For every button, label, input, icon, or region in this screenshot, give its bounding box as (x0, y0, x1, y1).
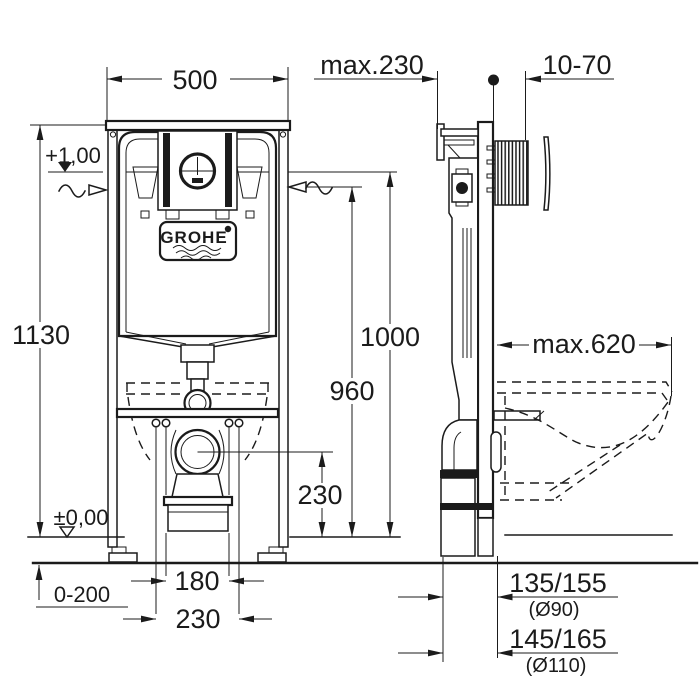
datum-plus-100: +1,00 (45, 143, 397, 173)
dim-outlet-height: 230 (295, 452, 346, 537)
dim-plate-range: 10-70 (525, 50, 614, 140)
cistern-channel-left (132, 166, 159, 199)
side-view (436, 74, 673, 557)
wc-bowl-outline (497, 381, 673, 501)
rail-bump (490, 431, 502, 473)
cistern-taper (118, 335, 184, 348)
dim-front-width: 500 (106, 65, 289, 121)
latch-tab (245, 210, 255, 219)
dim-overall-height: 1130 (12, 124, 106, 537)
pipe-clamp-band (440, 503, 493, 510)
flush-pipe-lower (186, 361, 209, 380)
screw-icon (279, 131, 287, 138)
frame-top-plate (104, 119, 292, 132)
dim-panel-height: 960 (326, 187, 379, 537)
dim-label-145-165: 145/165 (509, 624, 607, 654)
cistern-taper-inner (208, 331, 270, 345)
dim-label-960: 960 (329, 376, 374, 406)
datum-zero: ±0,00 (54, 505, 109, 539)
dim-label-max620: max.620 (532, 329, 636, 359)
drain-bend (171, 473, 224, 498)
wall-plane-dot-icon (488, 74, 499, 86)
flush-plate (543, 136, 551, 211)
dim-label-180: 180 (174, 566, 219, 596)
logo-wave (175, 250, 221, 256)
grohe-logo: GROHE (158, 220, 238, 262)
dim-label-1130: 1130 (12, 320, 70, 350)
actuation-unit-hatched (494, 140, 529, 206)
side-drain-pipe (440, 477, 476, 557)
datum-label-zero: ±0,00 (54, 505, 109, 530)
flush-valve-circle (178, 152, 217, 190)
valve-tab (192, 178, 203, 183)
frame-left-rail (107, 129, 118, 548)
dim-drain-offset-90: 135/155 (Ø90) (398, 556, 618, 662)
dim-label-135-155: 135/155 (509, 568, 607, 598)
fixing-bolt (151, 418, 161, 428)
dim-drain-offset-110: 145/165 (Ø110) (398, 624, 618, 677)
valve-box-tab (455, 201, 469, 207)
access-cover-bar-right (225, 133, 232, 207)
wall-bracket-arm (440, 128, 479, 137)
latch-tab (215, 209, 230, 220)
dim-label-230-bottom: 230 (175, 604, 220, 634)
dim-frame-depth: max.230 (314, 50, 438, 129)
cross-rail (115, 407, 280, 419)
fixing-bolt (234, 418, 244, 428)
dim-bolt-spacing-180: 180 (131, 566, 264, 596)
break-arrow-right (286, 180, 362, 195)
fixing-bolt (224, 418, 234, 428)
flush-elbow (441, 419, 478, 471)
logo-wave (172, 245, 222, 251)
outlet-bracket (170, 429, 177, 475)
pan-outline-front (126, 382, 269, 461)
logo-wave (180, 255, 212, 261)
dim-valve-height: 1000 (359, 172, 421, 537)
dim-label-dia90: (Ø90) (528, 599, 579, 621)
cistern-taper-inner (125, 331, 187, 345)
pan-fixing-rod (493, 410, 541, 421)
dim-bowl-depth: max.620 (497, 329, 672, 396)
bracket-brace (447, 144, 461, 159)
dim-label-10-70: 10-70 (542, 50, 611, 80)
drain-pipe-body (167, 504, 229, 532)
dim-label-1000: 1000 (360, 322, 420, 352)
dim-label-dia110: (Ø110) (526, 655, 587, 677)
access-cover-bar-left (163, 133, 170, 207)
front-view: GROHE (104, 119, 333, 614)
foot-pad-left (108, 552, 138, 563)
latch-tab (140, 210, 150, 219)
latch-tab (165, 209, 180, 220)
fixing-bolt (161, 418, 171, 428)
dim-label-max230: max.230 (320, 50, 424, 80)
flush-elbow-inner (453, 431, 462, 470)
elbow-joint-band (440, 470, 477, 478)
registered-dot-icon (224, 225, 232, 233)
flush-pipe-upper (180, 344, 215, 363)
wall-bracket-slot (443, 139, 475, 146)
cistern-channel-right (236, 166, 263, 199)
break-arrow-left (57, 183, 109, 198)
floor-lines (27, 534, 699, 565)
cistern-taper (211, 335, 277, 348)
foot-pad-right (257, 552, 287, 563)
frame-right-rail (278, 129, 289, 548)
datum-label-plus100: +1,00 (45, 143, 101, 168)
dim-label-0-200: 0-200 (54, 582, 110, 607)
dim-foot-adjustment: 0-200 (35, 565, 128, 608)
drain-pipe-lip (162, 495, 234, 507)
fill-valve-knob (456, 182, 468, 194)
grohe-logo-text: GROHE (160, 228, 227, 247)
side-frame-rail-lower (477, 517, 494, 557)
dim-bolt-spacing-230: 230 (123, 604, 272, 634)
dim-label-500: 500 (172, 65, 217, 95)
dim-label-230-mid: 230 (297, 480, 342, 510)
screw-icon (109, 131, 117, 138)
